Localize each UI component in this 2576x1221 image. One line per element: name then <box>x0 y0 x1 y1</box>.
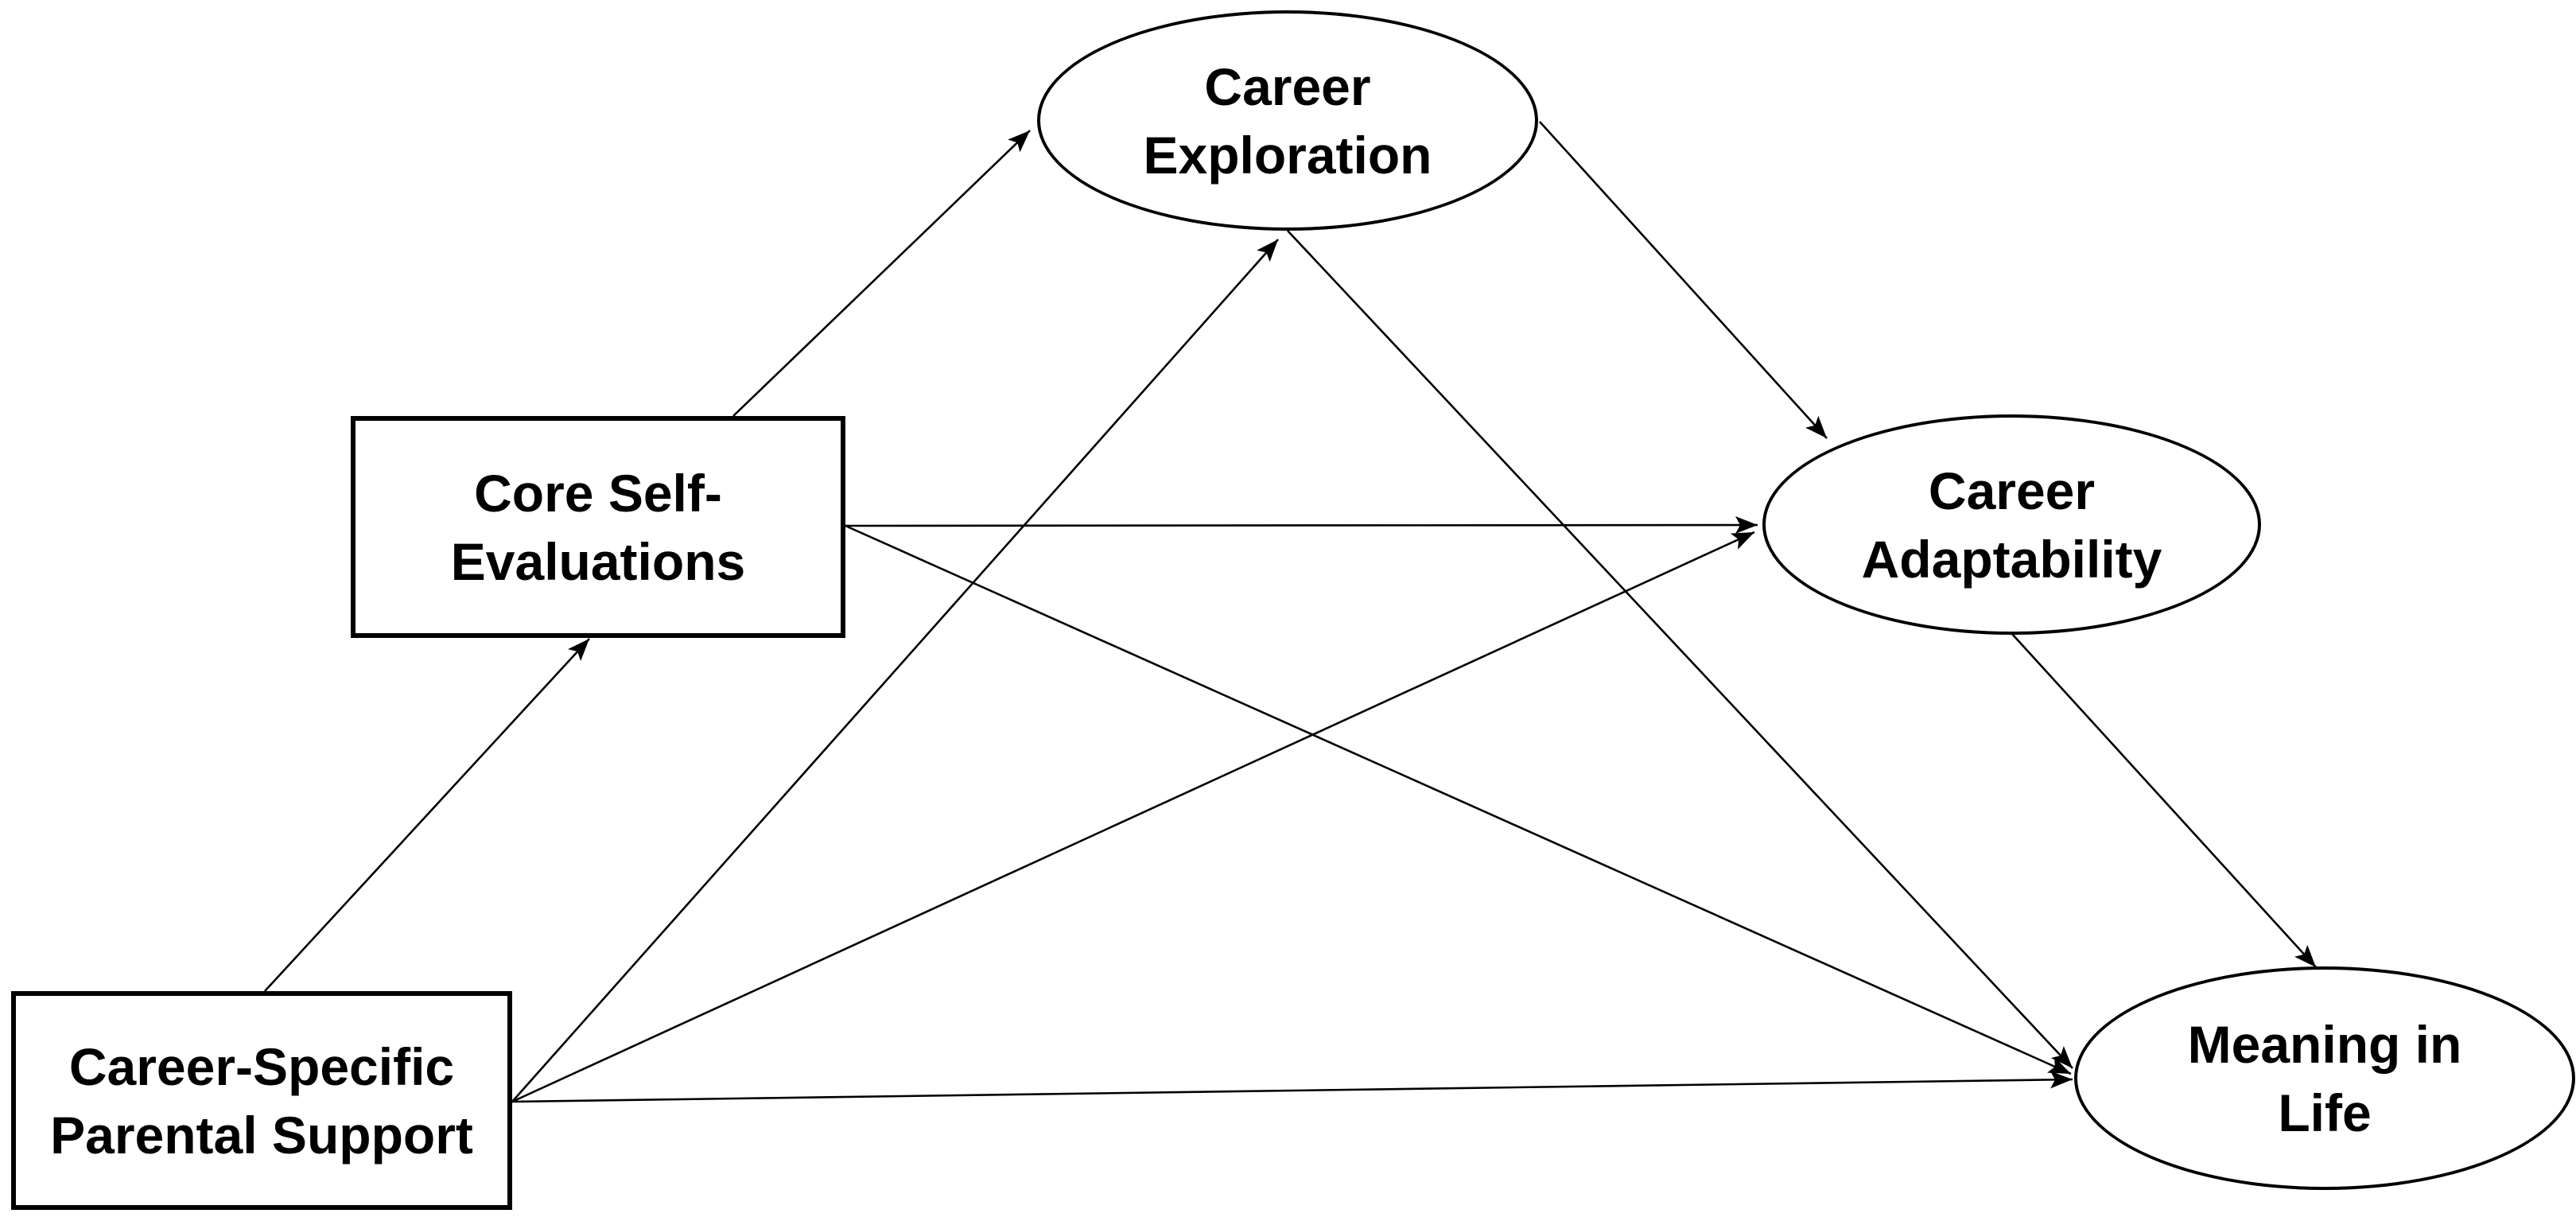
edge-career-exploration-to-meaning-in-life <box>1287 230 2073 1069</box>
edge-core-self-evaluations-to-career-exploration <box>732 130 1031 417</box>
node-label-line: Meaning in <box>2187 1014 2462 1074</box>
node-label-line: Career-Specific <box>68 1036 455 1096</box>
node-label-line: Adaptability <box>1861 529 2162 589</box>
edge-career-specific-parental-support-to-meaning-in-life <box>511 1071 2073 1103</box>
edge-career-adaptability-to-meaning-in-life <box>2011 633 2317 968</box>
node-label-line: Evaluations <box>450 531 746 591</box>
node-label-line: Career <box>1928 461 2096 520</box>
node-label-line: Career <box>1204 56 1371 116</box>
node-career-exploration: Career Exploration <box>1037 10 1538 231</box>
node-label-line: Exploration <box>1143 125 1432 185</box>
node-core-self-evaluations: Core Self- Evaluations <box>351 416 845 638</box>
edge-core-self-evaluations-to-career-adaptability <box>845 516 1758 535</box>
edge-career-specific-parental-support-to-core-self-evaluations <box>264 638 590 992</box>
node-career-adaptability: Career Adaptability <box>1762 414 2261 635</box>
edge-career-specific-parental-support-to-career-exploration <box>511 239 1279 1102</box>
node-label-line: Core Self- <box>474 463 722 523</box>
node-label-line: Parental Support <box>50 1105 473 1165</box>
node-label-line: Life <box>2278 1083 2372 1142</box>
edge-career-exploration-to-career-adaptability <box>1539 121 1828 439</box>
node-meaning-in-life: Meaning in Life <box>2074 966 2575 1190</box>
node-career-specific-parental-support: Career-Specific Parental Support <box>11 991 512 1210</box>
